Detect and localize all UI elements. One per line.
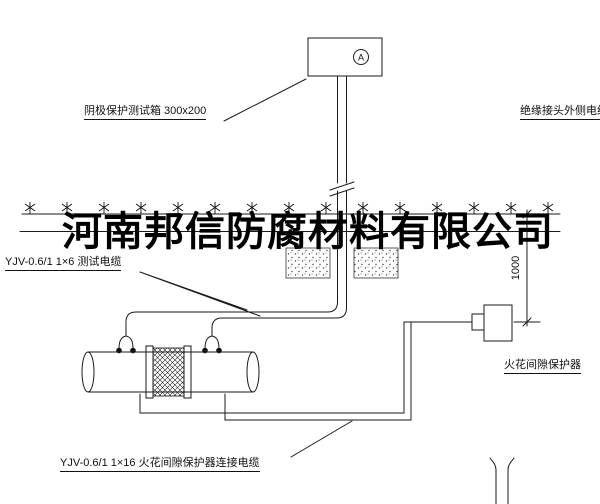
- spark-gap-protector-device: [471, 304, 513, 342]
- pipe-end-right: [246, 351, 260, 393]
- vent-pipe-symbol: [489, 457, 515, 504]
- insulating-joint-cable-label: 绝缘接头外侧电缆: [520, 105, 600, 120]
- test-cable-leaders: [139, 271, 261, 317]
- cable-connection-dots: [116, 347, 222, 354]
- test-box-label: 阴极保护测试箱 300x200: [84, 105, 207, 120]
- test-box: [307, 37, 383, 77]
- dimension-1000: 1000: [510, 209, 541, 327]
- ammeter-symbol: A: [353, 49, 369, 65]
- insulating-joint: [145, 345, 192, 399]
- test-box-leader: [223, 78, 307, 122]
- test-cable-label: YJV-0.6/1 1×6 测试电缆: [5, 256, 122, 271]
- conduit-riser: [329, 75, 355, 215]
- pipe-break-icon: [329, 181, 355, 197]
- company-watermark: 河南邦信防腐材料有限公司: [62, 209, 554, 254]
- concrete-block-left: [285, 247, 331, 279]
- spark-gap-cables: [139, 321, 473, 421]
- pipe-end-left: [81, 351, 95, 393]
- ammeter-letter: A: [358, 53, 364, 63]
- buried-test-cables: [118, 213, 347, 350]
- concrete-block-right: [353, 247, 399, 279]
- concrete-blocks: [285, 247, 399, 279]
- connection-cable-leader: [290, 420, 353, 458]
- spark-gap-protector-label: 火花间隙保护器: [504, 359, 581, 374]
- dimension-text: 1000: [510, 256, 522, 280]
- connection-cable-label: YJV-0.6/1 1×16 火花间隙保护器连接电缆: [60, 457, 260, 472]
